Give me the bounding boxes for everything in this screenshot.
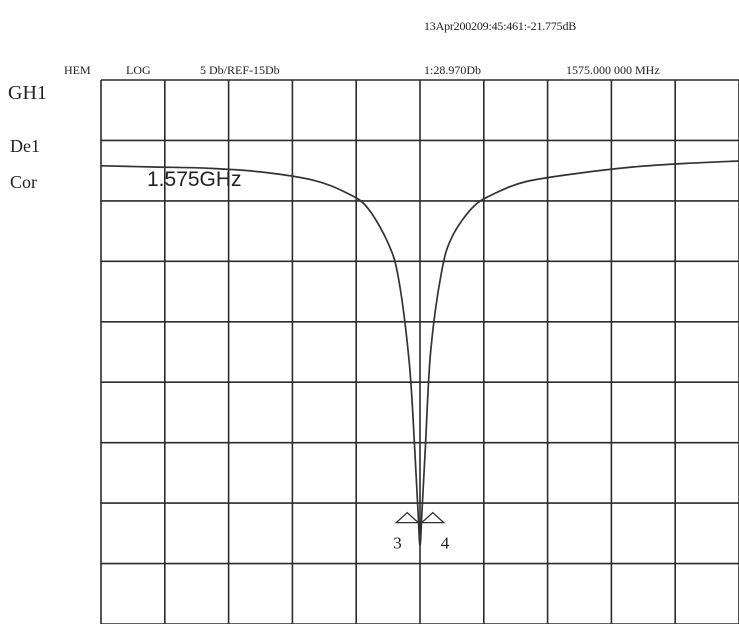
scale-type-label: LOG [126,63,151,77]
plot-grid [100,79,739,624]
marker-3-triangle [394,511,420,524]
trace-layer [100,160,739,547]
marker-4-triangle [420,511,446,524]
marker-readout: 1:28.970Db [424,63,481,77]
display-mode-label: HEM [64,63,91,77]
reference-level-label: 5 Db/REF-15Db [200,63,280,77]
timestamp-readout: 13Apr200209:45:461:-21.775dB [424,19,577,33]
channel-label: GH1 [8,82,47,104]
response-trace [100,160,739,547]
center-frequency-label: 1575.000 000 MHz [566,63,660,77]
marker-4-label: 4 [441,534,450,553]
correction-label: Cor [10,172,37,192]
marker-3-label: 3 [393,534,402,553]
delay-label: De1 [10,136,40,156]
frequency-annotation: 1.575GHz [147,168,242,191]
